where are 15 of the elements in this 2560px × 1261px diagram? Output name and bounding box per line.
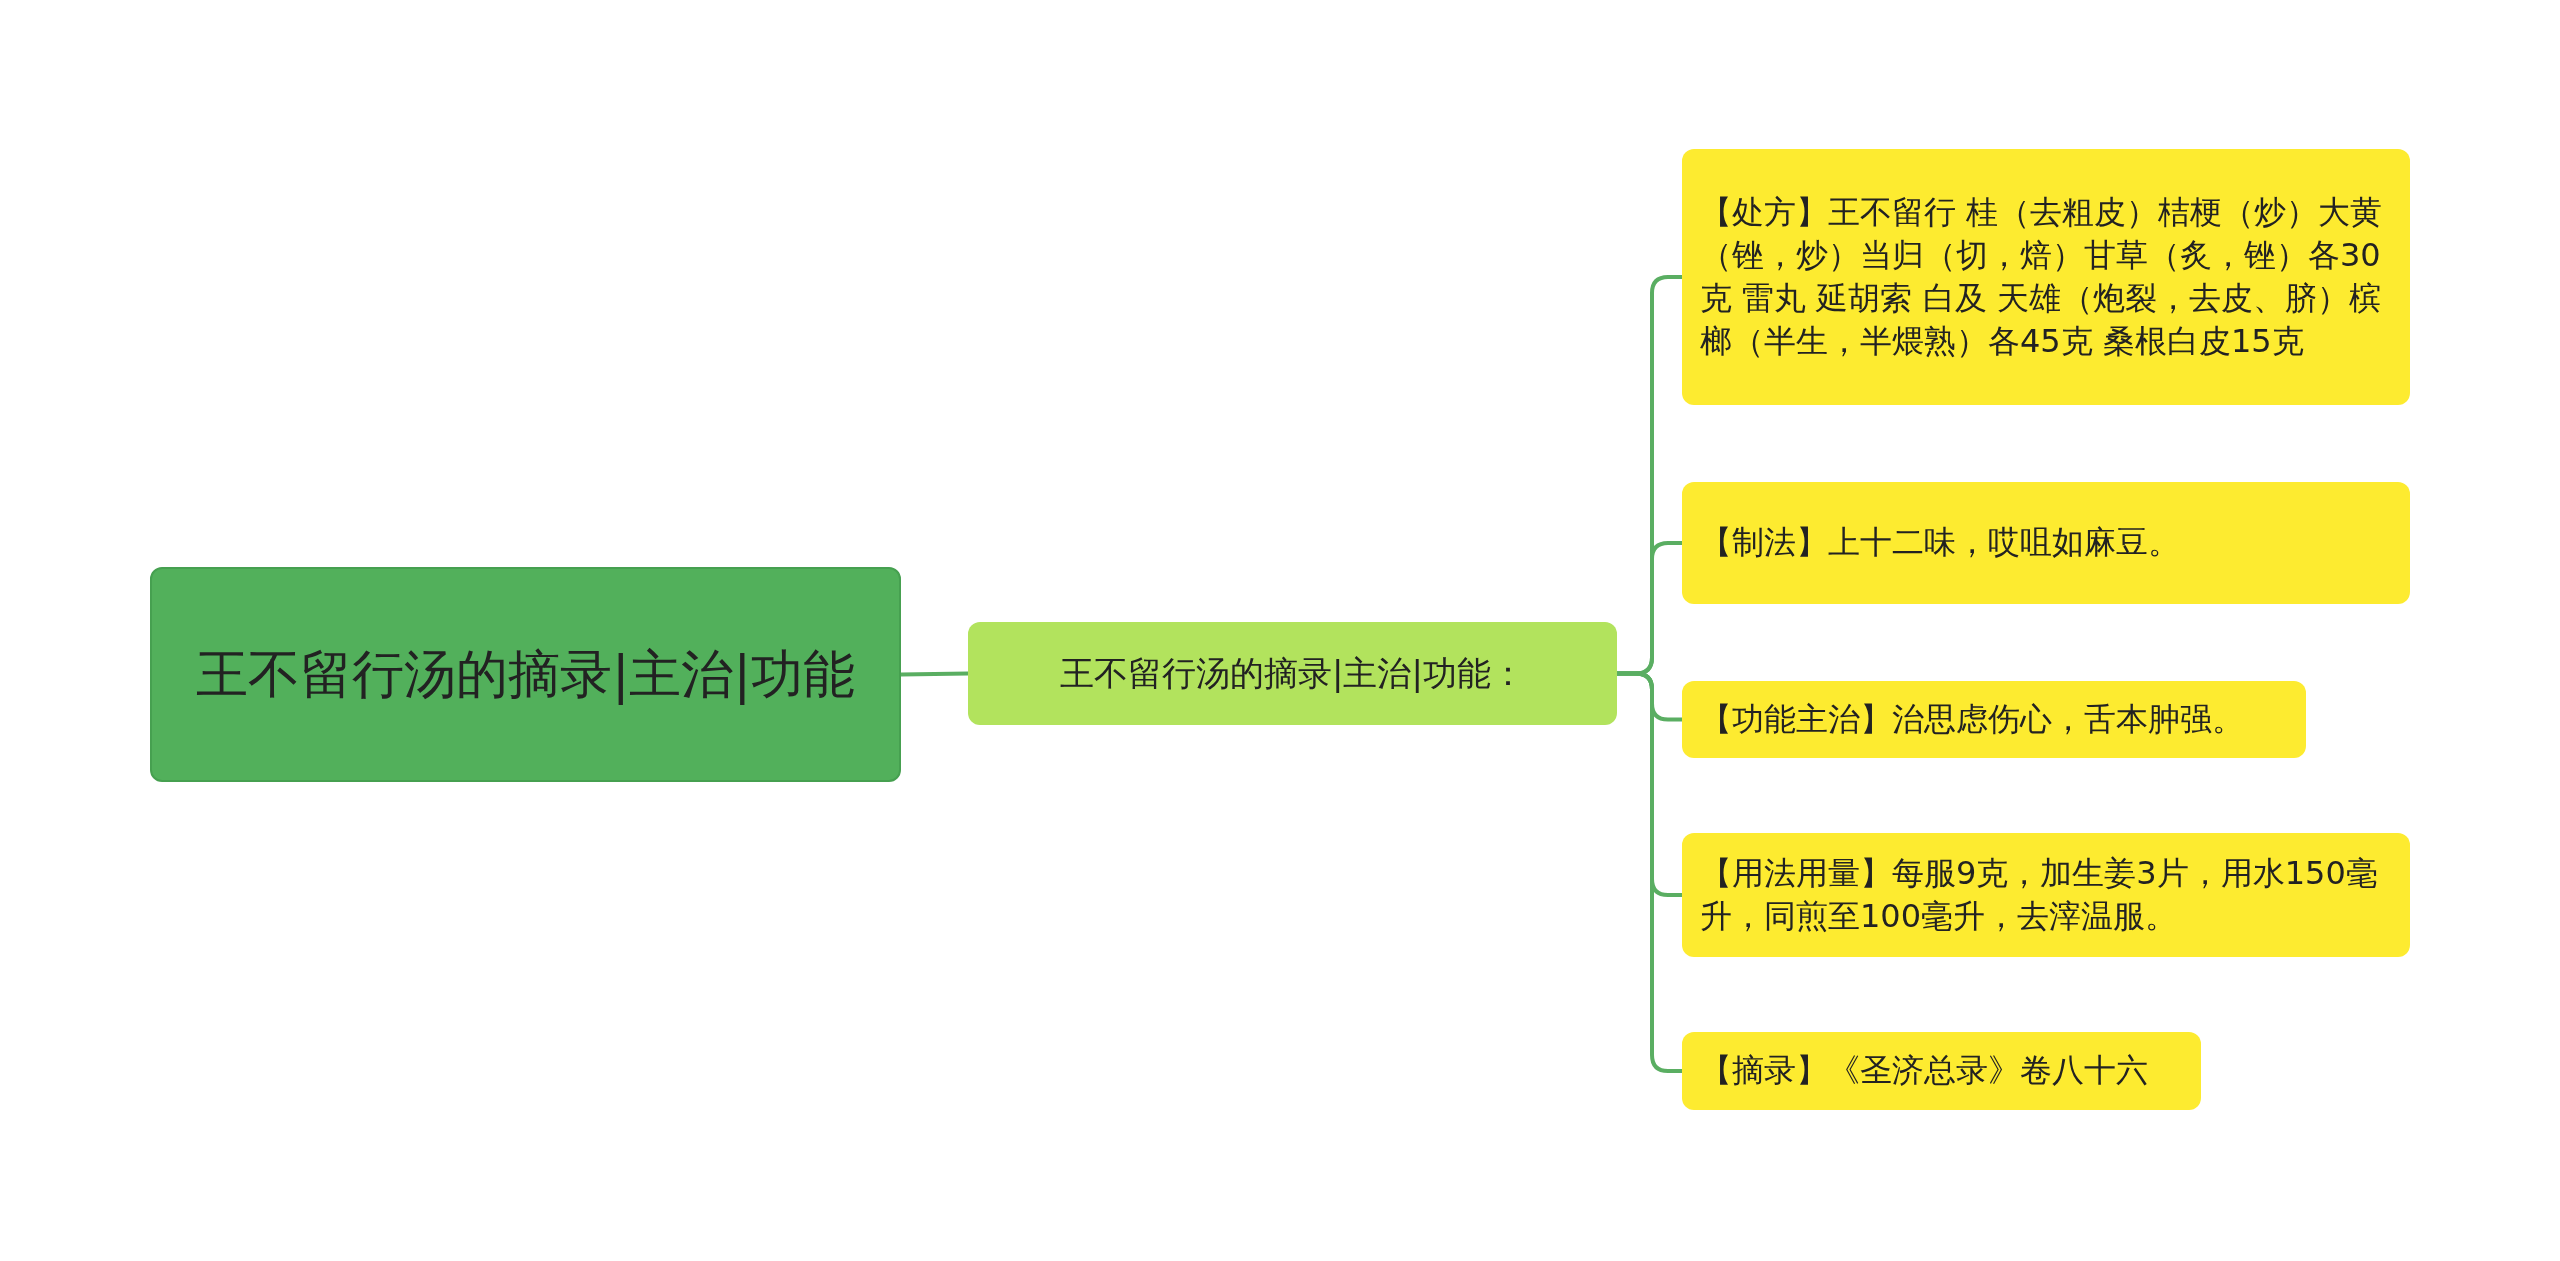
leaf-topic-box xyxy=(1682,1032,2201,1110)
topic-text: 【摘录】《圣济总录》卷八十六 xyxy=(1700,1050,2148,1092)
topic-text: 王不留行汤的摘录|主治|功能 xyxy=(195,643,855,707)
leaf-topic-box xyxy=(1682,681,2306,758)
subtopic-box xyxy=(968,622,1617,725)
leaf-topic-box xyxy=(1682,833,2410,957)
topic-text: 【用法用量】每服9克，加生姜3片，用水150毫升，同煎至100毫升，去滓温服。 xyxy=(1700,852,2379,937)
connector-line xyxy=(900,671,969,677)
leaf-topic-box xyxy=(1682,482,2410,604)
topic-text: 【功能主治】治思虑伤心，舌本肿强。 xyxy=(1700,698,2244,740)
topic-text: 【制法】上十二味，哎咀如麻豆。 xyxy=(1700,522,2180,564)
leaf-topic-box xyxy=(1682,149,2410,405)
topic-text: 【处方】王不留行 桂（去粗皮）桔梗（炒）大黄（锉，炒）当归（切，焙）甘草（炙，锉）各30克 雷丸 延胡索 白及 天雄（炮裂，去皮、脐）槟榔（半生，半煨熟）各45克 桑根白皮15克 xyxy=(1700,191,2384,363)
topic-text: 王不留行汤的摘录|主治|功能： xyxy=(1060,651,1525,695)
root-topic-box xyxy=(150,567,901,782)
